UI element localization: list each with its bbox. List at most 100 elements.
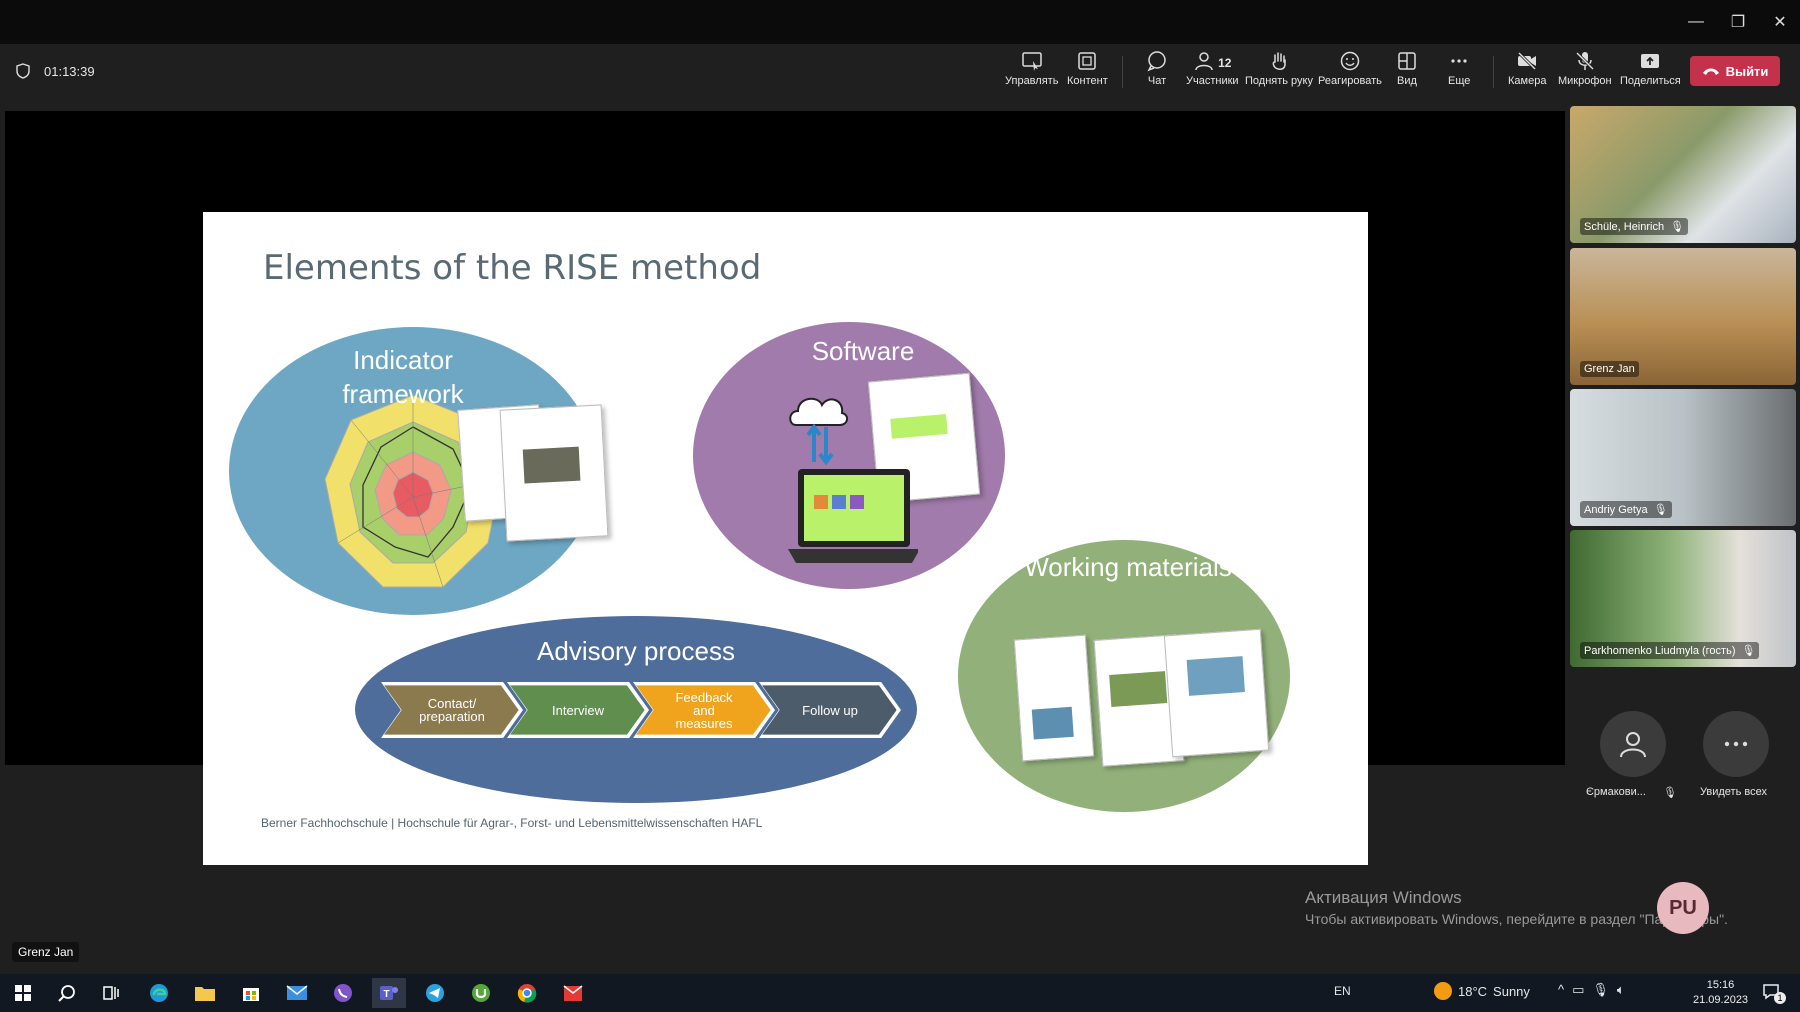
teams-icon: T — [380, 986, 398, 1000]
document-photo — [1186, 656, 1246, 696]
extra-participant-name: Єрмакови... — [1586, 786, 1646, 798]
manage-button[interactable]: Управлять — [1005, 50, 1058, 96]
language-indicator[interactable]: EN — [1334, 984, 1351, 998]
clock[interactable]: 15:16 21.09.2023 — [1693, 979, 1749, 1006]
search-icon — [58, 985, 75, 1002]
chat-button[interactable]: Чат — [1146, 50, 1168, 96]
restore-button[interactable]: ❐ — [1730, 14, 1746, 31]
spider-chart-graphic — [324, 394, 502, 588]
store-icon — [243, 988, 259, 1001]
mic-off-icon: 🎙︎ — [1663, 787, 1677, 799]
taskbar-utorrent[interactable] — [464, 978, 498, 1008]
svg-text:T: T — [384, 989, 390, 1000]
task-view-icon — [103, 986, 119, 1000]
app-icon — [563, 985, 583, 1001]
participants-icon-group: 12 — [1193, 50, 1231, 75]
document-photo — [1109, 671, 1168, 707]
chevron-up-icon[interactable]: ^ — [1558, 982, 1565, 997]
participant-tile-2[interactable]: Grenz Jan — [1570, 248, 1796, 385]
notification-icon — [1763, 984, 1779, 1000]
mail-icon — [286, 985, 308, 1000]
mic-icon[interactable]: 🎙︎ — [1592, 982, 1609, 997]
taskbar-store[interactable] — [234, 978, 268, 1008]
indicator-framework-label: Indicator framework — [342, 345, 464, 409]
taskbar-viber[interactable] — [326, 978, 360, 1008]
indicator-document — [499, 404, 609, 542]
participants-count: 12 — [1218, 55, 1232, 70]
participant-avatar[interactable] — [1600, 711, 1666, 777]
more-icon — [1451, 59, 1467, 63]
see-all-button[interactable] — [1703, 711, 1769, 777]
viber-icon — [334, 984, 352, 1002]
step-interview: Interview — [510, 685, 645, 735]
taskbar-telegram[interactable] — [418, 978, 452, 1008]
meeting-timer: 01:13:39 — [16, 63, 95, 79]
minimize-button[interactable]: — — [1688, 13, 1704, 30]
windows-logo-icon — [15, 985, 31, 1001]
document-photo — [522, 446, 581, 484]
layout-icon — [1398, 52, 1416, 70]
software-label: Software — [811, 336, 915, 366]
slide-title: Elements of the RISE method — [263, 248, 762, 288]
taskbar-app[interactable] — [556, 978, 590, 1008]
participant-name-tag: Parkhomenko Liudmyla (гость)🎙︎ — [1580, 642, 1760, 659]
leave-button[interactable]: Выйти — [1690, 56, 1780, 86]
system-tray[interactable]: ^ ▭ 🎙︎ 🔈︎ — [1558, 982, 1625, 998]
windows-activation-title: Активация Windows — [1305, 888, 1462, 907]
taskbar-teams[interactable]: T — [372, 978, 406, 1008]
volume-icon[interactable]: 🔈︎ — [1616, 982, 1625, 997]
notifications-button[interactable]: 1 — [1762, 982, 1786, 1004]
more-button[interactable]: Еще — [1448, 50, 1470, 96]
person-icon — [1620, 732, 1646, 758]
content-button[interactable]: Контент — [1067, 50, 1108, 96]
meeting-toolbar: 01:13:39 Управлять Контент Чат 12 Участн… — [0, 44, 1800, 100]
start-button[interactable] — [6, 978, 40, 1008]
taskbar-search[interactable] — [50, 978, 84, 1008]
edge-icon — [150, 984, 168, 1002]
windows-taskbar: T EN 18°C Sunny ^ ▭ 🎙︎ 🔈︎ 15:16 21.09.20… — [0, 974, 1800, 1012]
participants-button[interactable]: 12 Участники — [1186, 50, 1239, 96]
user-avatar-badge[interactable]: PU — [1657, 882, 1709, 934]
toolbar-divider — [1122, 56, 1123, 88]
view-button[interactable]: Вид — [1396, 50, 1418, 96]
advisory-process-label: Advisory process — [537, 636, 735, 666]
timer-text: 01:13:39 — [44, 63, 95, 79]
document-photo — [1031, 706, 1074, 740]
participant-tile-4[interactable]: Parkhomenko Liudmyla (гость)🎙︎ — [1570, 530, 1796, 667]
taskbar-chrome[interactable] — [510, 978, 544, 1008]
share-button[interactable]: Поделиться — [1620, 50, 1681, 96]
slide-footer: Berner Fachhochschule | Hochschule für A… — [261, 816, 763, 830]
content-icon — [1078, 52, 1097, 70]
taskbar-edge[interactable] — [142, 978, 176, 1008]
laptop-cloud-graphic — [788, 397, 918, 563]
mic-off-icon: 🎙︎ — [1653, 504, 1668, 516]
camera-off-icon — [1518, 51, 1537, 71]
taskbar-mail[interactable] — [280, 978, 314, 1008]
see-all-label: Увидеть всех — [1700, 786, 1767, 798]
participant-tile-3[interactable]: Andriy Getya🎙︎ — [1570, 389, 1796, 526]
people-icon — [1195, 52, 1213, 71]
notification-count: 1 — [1774, 992, 1786, 1004]
mic-off-icon: 🎙︎ — [1741, 645, 1756, 657]
task-view-button[interactable] — [94, 978, 128, 1008]
folder-icon — [195, 987, 215, 1001]
participants-panel: Schüle, Heinrich🎙︎ Grenz Jan Andriy Gety… — [1566, 100, 1800, 974]
utorrent-icon — [472, 984, 490, 1002]
working-document-1 — [1013, 634, 1095, 762]
working-document-3 — [1163, 628, 1270, 758]
mic-off-icon — [1575, 51, 1594, 71]
mic-button[interactable]: Микрофон — [1558, 50, 1612, 96]
camera-button[interactable]: Камера — [1508, 50, 1546, 96]
active-speaker-label: Grenz Jan — [12, 942, 80, 962]
taskbar-explorer[interactable] — [188, 978, 222, 1008]
participant-tile-1[interactable]: Schüle, Heinrich🎙︎ — [1570, 106, 1796, 243]
network-icon[interactable]: ▭ — [1572, 982, 1585, 997]
mic-off-icon: 🎙︎ — [1670, 221, 1685, 233]
weather-widget[interactable]: 18°C Sunny — [1434, 982, 1530, 1000]
react-button[interactable]: Реагировать — [1318, 50, 1382, 96]
raise-hand-button[interactable]: Поднять руку — [1245, 50, 1313, 96]
step-follow-up: Follow up — [762, 685, 897, 735]
toolbar-divider — [1493, 56, 1494, 88]
close-button[interactable]: ✕ — [1773, 14, 1787, 31]
participant-name-tag: Schüle, Heinrich🎙︎ — [1580, 218, 1689, 235]
